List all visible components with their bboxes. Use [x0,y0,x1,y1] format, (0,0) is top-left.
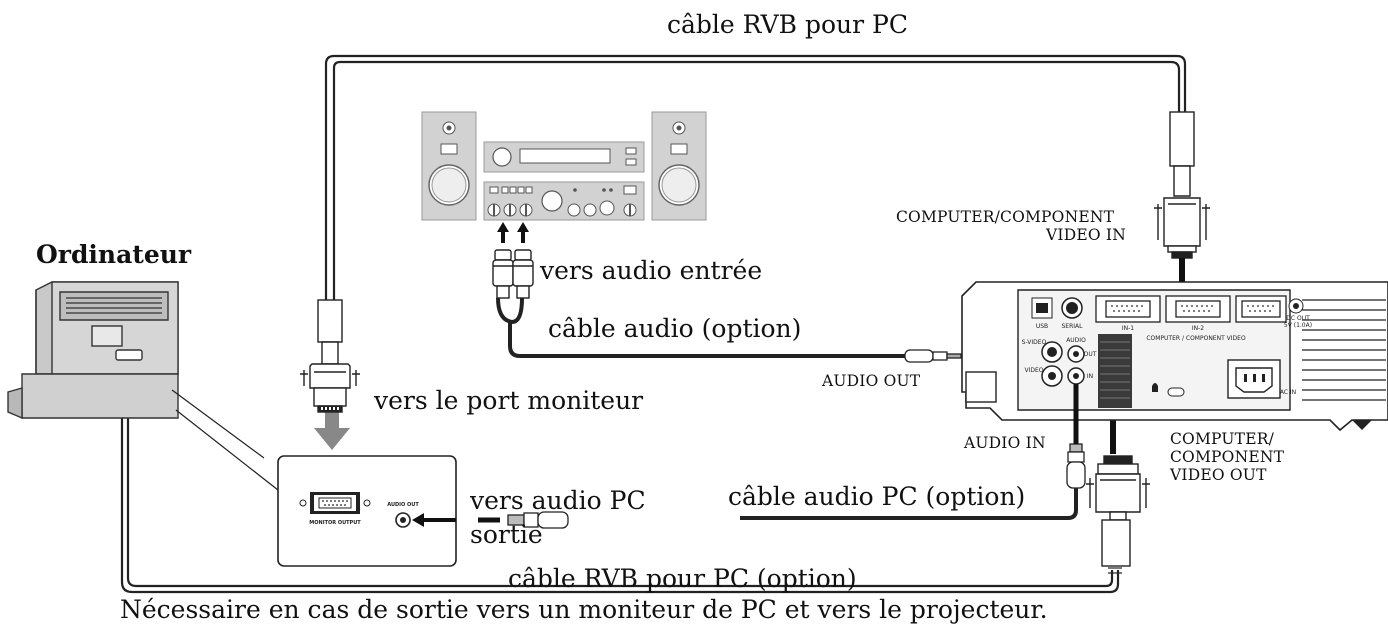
audio-cable-label: câble audio (option) [548,314,802,343]
ac-in-label: AC IN [1280,389,1296,396]
pc-back-panel [277,455,457,567]
video-label: VIDEO [1024,367,1043,374]
out-label: OUT [1084,351,1097,358]
audio-out-label: AUDIO OUT [822,372,921,390]
pc-audio-cable [740,485,1078,520]
in1-label: IN-1 [1122,325,1134,332]
audio-in-plug [1066,443,1086,489]
panel-audio-out-label: AUDIO OUT [387,502,419,508]
top-cable-label: câble RVB pour PC [667,10,908,39]
audio-in-target-label: vers audio entrée [540,256,763,285]
pc-audio-out-line2: sortie [470,520,543,549]
arrow-up-icon [1106,402,1120,454]
audio-system [421,111,707,221]
monitor-port-label: vers le port moniteur [374,386,644,415]
pc-audio-cable-label: câble audio PC (option) [728,482,1026,511]
computer-component-in-line1: COMPUTER/COMPONENT [896,208,1115,226]
computer-component-out-line3: VIDEO OUT [1170,466,1267,484]
bottom-rgb-cable [120,355,1120,594]
s-video-label: S-VIDEO [1022,339,1047,346]
audio-label: AUDIO [1066,337,1086,344]
arrow-left-icon [412,513,456,527]
panel-callout-line [175,409,279,491]
footnote: Nécessaire en cas de sortie vers un moni… [120,595,1048,624]
audio-in-label: AUDIO IN [964,434,1046,452]
dc-out-label: DC OUT [1286,315,1310,322]
cable-tie [1108,567,1122,574]
usb-label: USB [1036,323,1048,330]
arrow-down-icon [314,410,350,450]
projector [961,281,1388,432]
dc-out-rating-label: 5V (1.0A) [1284,322,1312,329]
in2-label: IN-2 [1192,325,1204,332]
serial-label: SERIAL [1062,323,1084,330]
top-rgb-cable [324,54,1187,300]
panel-callout-line [171,389,265,459]
monitor-output-label: MONITOR OUTPUT [309,520,361,526]
vga-plug-out [1086,455,1150,567]
vga-plug-monitor [300,299,360,413]
in-label: IN [1087,373,1093,380]
pc-audio-out-line1: vers audio PC [470,486,646,515]
computer [7,281,179,420]
audio-cable [496,297,905,358]
rca-plugs [492,249,534,299]
computer-component-out-line2: COMPONENT [1170,448,1285,466]
computer-label: Ordinateur [36,240,192,269]
computer-component-video-label: COMPUTER / COMPONENT VIDEO [1146,335,1246,342]
arrow-up-icon [497,222,529,243]
pc-audio-mini-plug [507,511,569,529]
computer-component-in-line2: VIDEO IN [1046,226,1126,244]
audio-mini-plug [904,349,962,363]
bottom-cable-label: câble RVB pour PC (option) [508,564,857,593]
computer-component-out-line1: COMPUTER/ [1170,430,1275,448]
vga-plug-in [1154,111,1210,259]
